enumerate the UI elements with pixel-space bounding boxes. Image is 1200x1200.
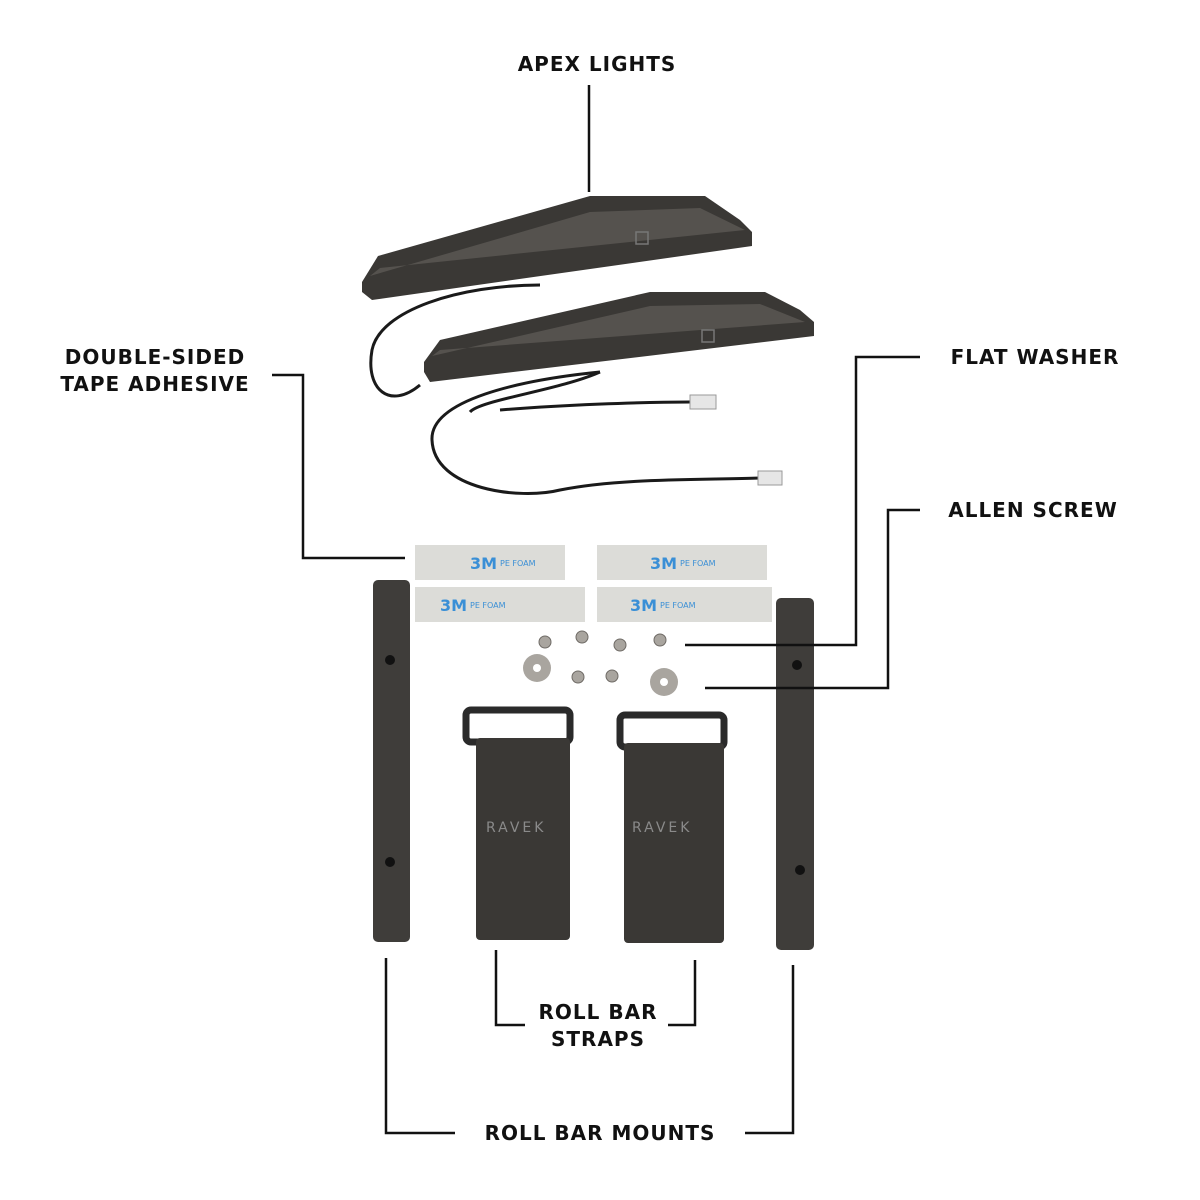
label-allen-screw: ALLEN SCREW: [948, 498, 1118, 522]
label-straps-line2: STRAPS: [551, 1027, 645, 1051]
leader-lines: [272, 85, 920, 1135]
tape-brand: 3M: [440, 596, 467, 615]
tape-text: PE FOAM: [680, 559, 716, 568]
tape-text: PE FOAM: [660, 601, 696, 610]
label-apex-lights: APEX LIGHTS: [518, 52, 677, 76]
tape-text: PE FOAM: [470, 601, 506, 610]
label-tape-line2: TAPE ADHESIVE: [60, 372, 249, 396]
tape-brand: 3M: [630, 596, 657, 615]
tape-strips: 3M PE FOAM 3M PE FOAM 3M PE FOAM 3M PE F…: [415, 545, 772, 622]
roll-bar-mount-right: [776, 598, 814, 950]
label-straps-line1: ROLL BAR: [539, 1000, 658, 1024]
tape-brand: 3M: [650, 554, 677, 573]
apex-light-2: [424, 292, 814, 382]
strap-brand: RAVEK: [632, 820, 692, 836]
strap-brand: RAVEK: [486, 820, 546, 836]
apex-light-1: [362, 196, 752, 300]
label-flat-washer: FLAT WASHER: [951, 345, 1120, 369]
label-tape-line1: DOUBLE-SIDED: [65, 345, 246, 369]
allen-screws: [538, 630, 667, 684]
roll-bar-strap-left: RAVEK: [462, 706, 574, 940]
tape-text: PE FOAM: [500, 559, 536, 568]
roll-bar-mount-left: [373, 580, 410, 942]
tape-brand: 3M: [470, 554, 497, 573]
label-roll-bar-mounts: ROLL BAR MOUNTS: [485, 1121, 716, 1145]
flat-washers: [523, 654, 678, 696]
light-cables: [369, 283, 783, 495]
roll-bar-strap-right: RAVEK: [616, 711, 728, 943]
